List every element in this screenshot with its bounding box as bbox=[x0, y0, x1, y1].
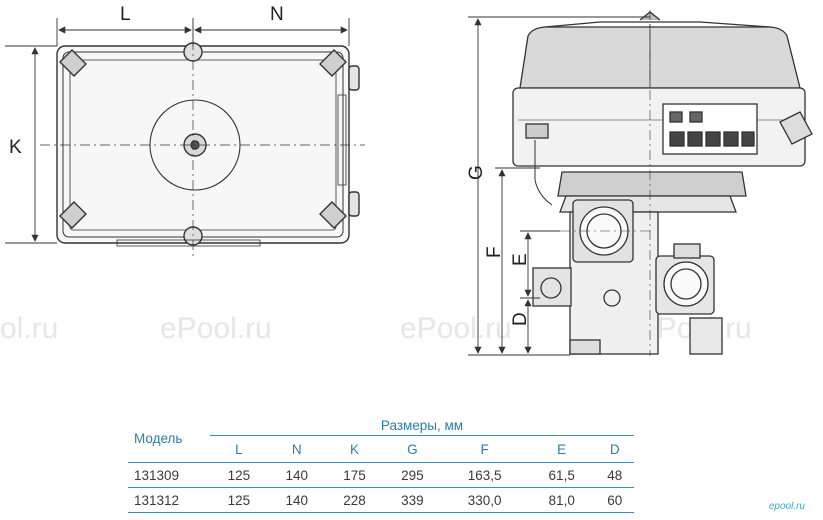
table-cell: 140 bbox=[267, 462, 326, 488]
side-view bbox=[512, 10, 813, 356]
table-cell: 330,0 bbox=[441, 487, 528, 513]
valve-head bbox=[512, 87, 806, 167]
dimension-label-G: G bbox=[466, 165, 487, 180]
table-cell: 48 bbox=[595, 462, 634, 488]
table-cell-model: 131309 bbox=[128, 462, 210, 488]
dimension-label-N: N bbox=[270, 4, 284, 25]
dimension-L-N bbox=[56, 18, 350, 46]
table-cell-model: 131312 bbox=[128, 487, 210, 513]
watermark-small: epool.ru bbox=[768, 501, 805, 512]
dimension-G-F-E-D bbox=[468, 16, 650, 356]
table-cell: 61,5 bbox=[527, 462, 596, 488]
table-column-header: E bbox=[557, 441, 567, 457]
table-cell: 60 bbox=[595, 487, 634, 513]
table-cell: 140 bbox=[267, 487, 326, 513]
dimension-label-K: K bbox=[9, 137, 22, 158]
table-row: 131312 125 140 228 339 330,0 81,0 60 bbox=[128, 487, 634, 513]
top-view bbox=[40, 20, 365, 260]
table-column-header: F bbox=[480, 441, 489, 457]
valve-body-upper bbox=[557, 171, 747, 197]
watermark: ePool.ru bbox=[160, 312, 272, 345]
dimension-label-F: F bbox=[484, 246, 505, 258]
dimension-label-L: L bbox=[120, 4, 131, 25]
table-column-header: G bbox=[407, 441, 418, 457]
table-row: 131309 125 140 175 295 163,5 61,5 48 bbox=[128, 462, 634, 488]
table-header-dimensions: Размеры, мм bbox=[210, 415, 634, 436]
table-cell: 175 bbox=[325, 462, 384, 488]
table-column-header: K bbox=[350, 441, 360, 457]
table-cell: 125 bbox=[210, 487, 268, 513]
dimension-K bbox=[5, 45, 57, 244]
table-header-model: Модель bbox=[134, 431, 183, 446]
corner-bosses bbox=[59, 49, 347, 229]
table-cell: 81,0 bbox=[527, 487, 596, 513]
watermark-fragment: ol.ru bbox=[0, 312, 58, 345]
table-column-header: D bbox=[609, 441, 620, 457]
table-cell: 163,5 bbox=[441, 462, 528, 488]
table-cell: 339 bbox=[383, 487, 442, 513]
valve-cover bbox=[519, 26, 801, 89]
table-cell: 228 bbox=[325, 487, 384, 513]
dimension-label-D: D bbox=[510, 312, 531, 326]
table-column-header: N bbox=[291, 441, 302, 457]
table-cell: 125 bbox=[210, 462, 268, 488]
watermark: ePool.ru bbox=[400, 312, 512, 345]
table-column-header: L bbox=[235, 441, 243, 457]
dimension-label-E: E bbox=[510, 253, 531, 266]
table-cell: 295 bbox=[383, 462, 442, 488]
dimensions-table: Модель Размеры, мм L N K G F E D 131309 … bbox=[128, 415, 634, 513]
